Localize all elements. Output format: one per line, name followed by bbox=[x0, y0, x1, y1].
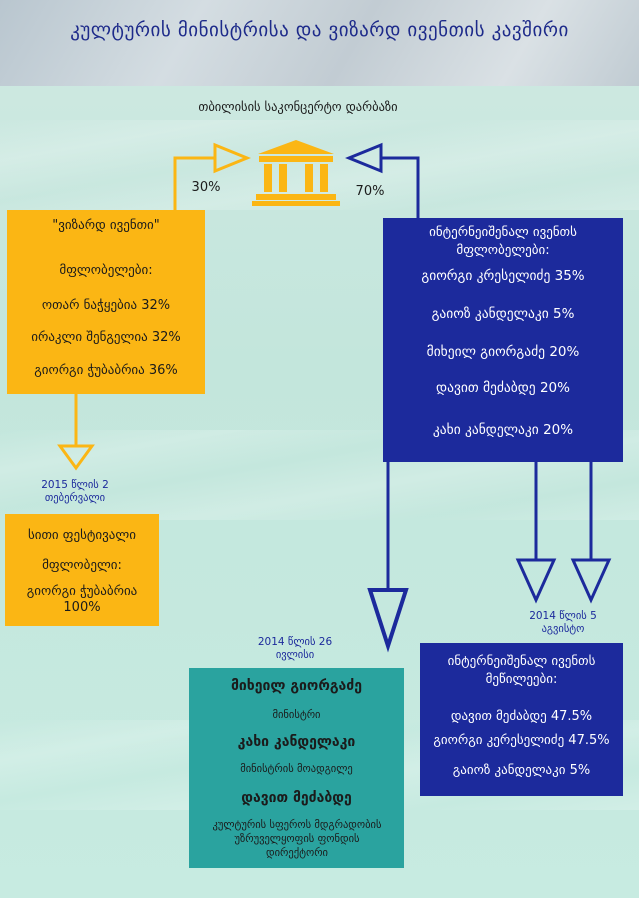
header-banner bbox=[0, 0, 639, 86]
city-festival-owner-label: მფლობელი: bbox=[42, 558, 122, 573]
founders-box: ინტერნეიშენალ ივენთს მეწილეები: დავით მე… bbox=[420, 643, 623, 796]
ministry-person: დავით მეძაბდე bbox=[241, 790, 352, 806]
page-title-text: კულტურის მინისტრისა და ვიზარდ ივენთის კა… bbox=[70, 19, 569, 41]
page-title: კულტურის მინისტრისა და ვიზარდ ივენთის კა… bbox=[0, 18, 639, 43]
city-festival-name: სითი ფესტივალი bbox=[28, 528, 136, 543]
wizard-name: "ვიზარდ ივენთი" bbox=[52, 218, 160, 233]
founders-owner: გაიოზ კანდელაკი 5% bbox=[452, 763, 591, 778]
date-2015-line1: 2015 წლის 2 bbox=[41, 479, 109, 491]
left-percentage: 30% bbox=[191, 180, 221, 195]
founders-arrow-icon bbox=[515, 558, 557, 604]
wizard-owner: ოთარ ნაჭყებია 32% bbox=[41, 298, 171, 313]
ministry-role: მინისტრის მოადგილე bbox=[240, 763, 353, 775]
date-july-line2: ივლისი bbox=[275, 649, 315, 661]
international-owners-box: ინტერნეიშენალ ივენთს მფლობელები: გიორგი … bbox=[383, 218, 623, 462]
wizard-event-box: "ვიზარდ ივენთი" მფლობელები: ოთარ ნაჭყები… bbox=[7, 210, 205, 394]
right-arrow-icon bbox=[345, 142, 383, 174]
city-festival-owner: გიორგი ჭუბაბრია 100% bbox=[26, 584, 138, 615]
ministry-arrow-icon bbox=[367, 588, 409, 653]
wizard-owner: ირაკლი შენგელია 32% bbox=[31, 330, 181, 345]
founders-arrow-icon bbox=[570, 558, 612, 604]
concert-hall-icon bbox=[252, 140, 340, 206]
date-august-line1: 2014 წლის 5 bbox=[529, 610, 597, 622]
date-august: 2014 წლის 5 აგვისტო bbox=[508, 610, 618, 636]
ministry-role: კულტურის სფეროს მდგრადობის უზრუველყოფის … bbox=[212, 819, 382, 859]
international-heading: ინტერნეიშენალ ივენთს მფლობელები: bbox=[429, 225, 577, 258]
date-july-line1: 2014 წლის 26 bbox=[257, 636, 333, 648]
founders-heading: ინტერნეიშენალ ივენთს მეწილეები: bbox=[447, 654, 596, 687]
ministry-role: მინისტრი bbox=[272, 709, 321, 721]
ministry-box: მიხეილ გიორგაძე მინისტრი კახი კანდელაკი … bbox=[189, 668, 404, 868]
international-owner: გაიოზ კანდელაკი 5% bbox=[431, 306, 575, 322]
international-owner: დავით მეძაბდე 20% bbox=[436, 380, 570, 396]
ministry-person: კახი კანდელაკი bbox=[237, 734, 356, 750]
venue-label: თბილისის საკონცერტო დარბაზი bbox=[198, 99, 398, 114]
date-august-line2: აგვისტო bbox=[541, 623, 585, 635]
left-connector-line bbox=[173, 156, 215, 210]
wizard-owner: გიორგი ჭუბაბრია 36% bbox=[34, 363, 178, 378]
international-owner: გიორგი კრესელიძე 35% bbox=[421, 268, 585, 284]
date-2015: 2015 წლის 2 თებერვალი bbox=[10, 479, 140, 505]
date-july: 2014 წლის 26 ივლისი bbox=[230, 636, 360, 662]
founders-owner: დავით მეძაბდე 47.5% bbox=[450, 709, 593, 724]
right-percentage: 70% bbox=[355, 184, 385, 199]
wizard-owners-label: მფლობელები: bbox=[59, 263, 153, 278]
ministry-person: მიხეილ გიორგაძე bbox=[230, 678, 363, 694]
date-2015-line2: თებერვალი bbox=[44, 492, 106, 504]
city-festival-box: სითი ფესტივალი მფლობელი: გიორგი ჭუბაბრია… bbox=[5, 514, 159, 626]
right-connector-line bbox=[381, 156, 420, 218]
left-arrow-icon bbox=[213, 142, 251, 174]
international-owner: კახი კანდელაკი 20% bbox=[432, 422, 574, 438]
international-owner: მიხეილ გიორგაძე 20% bbox=[426, 344, 580, 360]
down-arrow-icon bbox=[57, 444, 95, 471]
founders-owner: გიორგი კერესელიძე 47.5% bbox=[433, 733, 610, 748]
